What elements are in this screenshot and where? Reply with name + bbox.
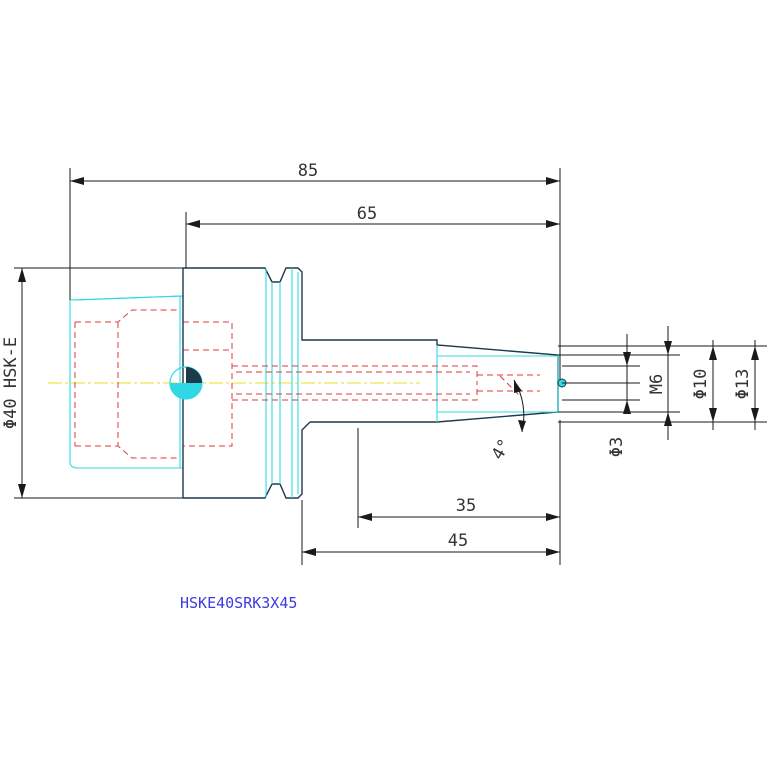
tip-length-label: 35: [456, 496, 476, 516]
dim-diameters: Φ3 M6 Φ10 Φ13: [558, 326, 767, 457]
overall-length-label: 85: [298, 161, 318, 181]
dim-taper-angle: 4°: [488, 379, 526, 464]
shank: [310, 339, 559, 423]
shank-hidden-lines: [232, 365, 540, 401]
flange-diameter-label: Φ40 HSK-E: [1, 337, 21, 429]
body-length-label: 65: [357, 204, 377, 224]
bore-diameter-label: Φ10: [691, 369, 711, 400]
dim-flange-diameter: Φ40 HSK-E: [1, 267, 183, 499]
dim-overall-length: 85: [69, 161, 561, 380]
outer-tip-diameter-label: Φ13: [733, 369, 753, 400]
shank-length-label: 45: [448, 531, 468, 551]
dim-tip-length: 35: [357, 420, 561, 565]
center-mark: [169, 366, 203, 400]
part-number-label: HSKE40SRK3X45: [180, 594, 297, 612]
hsk-hidden-lines: [74, 309, 233, 459]
taper-angle-label: 4°: [488, 436, 516, 464]
flange-body: [182, 267, 311, 499]
collet-diameter-label: Φ3: [607, 437, 627, 457]
thread-label: M6: [647, 374, 667, 394]
dim-shank-length: 45: [301, 500, 560, 565]
dim-body-length: 65: [185, 204, 560, 268]
